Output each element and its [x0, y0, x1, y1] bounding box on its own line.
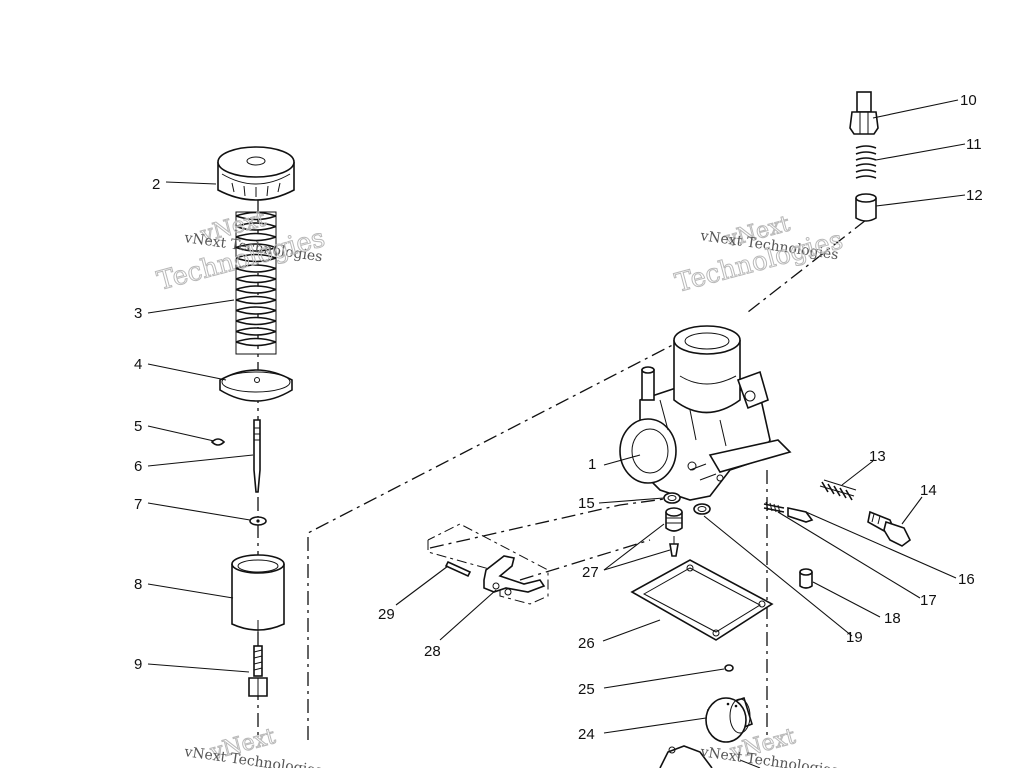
part-small-jet	[724, 664, 734, 672]
part-float	[705, 696, 753, 743]
leader-lines	[147, 99, 966, 734]
part-linkage-frame	[427, 523, 549, 605]
part-idle-spring	[819, 479, 857, 501]
callout-4: 4	[134, 356, 142, 373]
part-spring	[235, 211, 277, 355]
callout-24: 24	[578, 726, 595, 743]
part-top-cap	[217, 146, 295, 201]
callout-3: 3	[134, 305, 142, 322]
callout-12: 12	[966, 187, 983, 204]
part-link-pin	[444, 560, 472, 578]
callout-28: 28	[424, 643, 441, 660]
callout-29: 29	[378, 606, 395, 623]
watermark-top-left: vNext vNext Technologies Technologies	[154, 206, 329, 297]
callout-13: 13	[869, 448, 886, 465]
part-fitting	[849, 91, 879, 135]
callout-6: 6	[134, 458, 142, 475]
callout-8: 8	[134, 576, 142, 593]
part-carburetor-body	[619, 325, 792, 501]
part-nut	[855, 193, 877, 222]
callout-5: 5	[134, 418, 142, 435]
part-small-spring	[855, 145, 877, 179]
part-pilot-screw	[763, 501, 814, 523]
part-throttle-slide	[231, 554, 285, 632]
part-o-ring	[693, 503, 711, 515]
callout-15: 15	[578, 495, 595, 512]
part-float-bowl-gasket	[630, 559, 774, 641]
part-washer	[249, 516, 267, 526]
part-o-ring-small	[663, 492, 681, 504]
callout-18: 18	[884, 610, 901, 627]
callout-25: 25	[578, 681, 595, 698]
part-float-bowl-partial	[659, 745, 761, 768]
callout-1: 1	[588, 456, 596, 473]
callout-numbers: 2 3 4 5 6 7 8 9 10 11 12 1 13 14 15 16 1…	[134, 92, 983, 743]
part-needle-valve-seat	[665, 507, 683, 557]
callout-16: 16	[958, 571, 975, 588]
part-throttle-rod	[483, 555, 546, 596]
assembly-center-lines	[257, 200, 867, 740]
part-drain-plug	[799, 568, 813, 589]
callout-17: 17	[920, 592, 937, 609]
watermark-top-right: vNext vNext Technologies Technologies	[672, 211, 847, 299]
watermark-bottom-left: vNext vNext Technologies	[182, 724, 323, 768]
callout-10: 10	[960, 92, 977, 109]
part-jet-needle	[253, 419, 261, 493]
part-clip	[210, 438, 226, 446]
callout-11: 11	[966, 136, 982, 153]
part-plate	[219, 369, 293, 402]
callout-14: 14	[920, 482, 937, 499]
callout-19: 19	[846, 629, 863, 646]
part-idle-screw	[867, 510, 912, 547]
callout-7: 7	[134, 496, 142, 513]
callout-27: 27	[582, 564, 599, 581]
callout-2: 2	[152, 176, 160, 193]
callout-26: 26	[578, 635, 595, 652]
part-adjuster-bolt	[248, 645, 268, 697]
callout-9: 9	[134, 656, 142, 673]
